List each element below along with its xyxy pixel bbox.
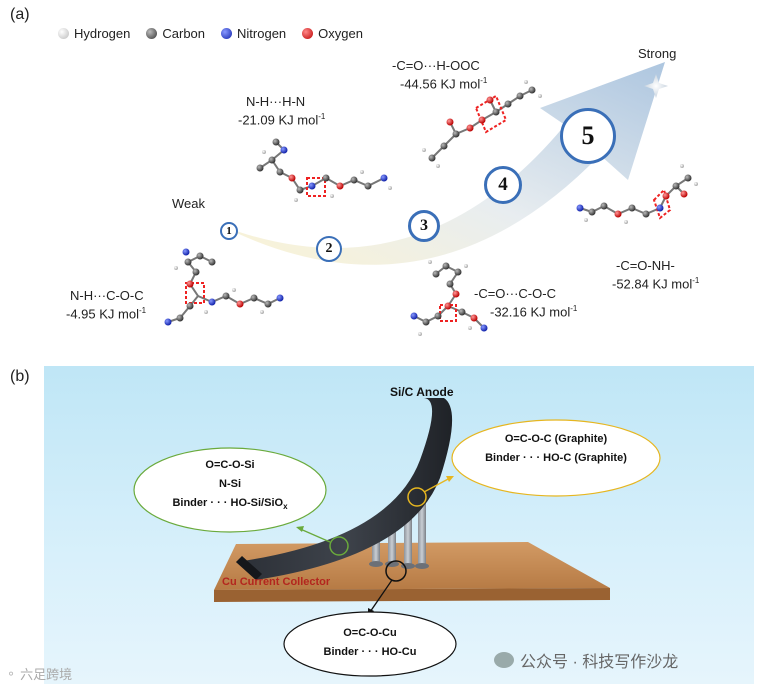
strength-arrow (222, 62, 668, 265)
green-line-3: Binder · · · HO-Si/SiOx (172, 497, 288, 512)
carbon-sphere-icon (146, 28, 158, 39)
panel-b-label: (b) (10, 368, 30, 385)
green-ellipse (133, 447, 327, 533)
legend-label: Oxygen (318, 26, 363, 41)
legend-label: Carbon (162, 26, 206, 41)
step-3-circle: 3 (408, 210, 440, 242)
logo-icon: ⚬ (6, 666, 17, 681)
interaction-2: N-H···H-N -21.09 KJ mol-1 (238, 94, 325, 127)
interaction-3: -C=O···C-O-C -32.16 KJ mol-1 (474, 286, 577, 319)
bond-label: -C=O···C-O-C (474, 286, 556, 301)
yellow-line-1: O=C-O-C (Graphite) (504, 433, 608, 445)
legend-label: Hydrogen (74, 26, 131, 41)
step-2-circle: 2 (316, 236, 342, 262)
weak-label: Weak (172, 196, 205, 211)
panel-a-label: (a) (10, 6, 30, 23)
green-line-2: N-Si (219, 478, 241, 490)
si-c-anode (236, 398, 453, 580)
step-5-circle: 5 (560, 108, 616, 164)
hydrogen-sphere-icon (58, 28, 69, 39)
bond-label: -C=O···H-OOC (392, 58, 480, 73)
molecule-3 (410, 260, 488, 336)
bond-label: N-H···C-O-C (70, 288, 144, 303)
arrow-body (222, 62, 665, 265)
left-watermark: ⚬ 六足跨境 (6, 666, 73, 683)
strong-label: Strong (638, 46, 677, 61)
legend-hydrogen: Hydrogen (58, 26, 130, 41)
green-box-text: O=C-O-Si N-Si Binder · · · HO-Si/SiOx (134, 456, 326, 516)
step-1-circle: 1 (220, 222, 238, 240)
molecule-2 (256, 138, 392, 202)
green-line-1: O=C-O-Si (205, 459, 255, 471)
strong-star-icon (644, 74, 668, 98)
bond-label: -C=O-NH- (616, 258, 675, 273)
energy-label: -44.56 KJ mol-1 (400, 76, 488, 92)
black-line-2: Binder · · · HO-Cu (323, 646, 417, 658)
yellow-line-2: Binder · · · HO-C (Graphite) (485, 452, 627, 464)
molecule-5 (576, 164, 698, 224)
si-c-anode-label: Si/C Anode (390, 385, 454, 399)
yellow-box-text: O=C-O-C (Graphite) Binder · · · HO-C (Gr… (452, 430, 660, 468)
legend-nitrogen: Nitrogen (221, 26, 286, 41)
black-line-1: O=C-O-Cu (343, 627, 397, 639)
yellow-ellipse (451, 419, 661, 497)
legend-label: Nitrogen (237, 26, 287, 41)
right-watermark: 公众号 · 科技写作沙龙 (494, 648, 678, 672)
interaction-1: N-H···C-O-C -4.95 KJ mol-1 (66, 288, 146, 321)
energy-label: -52.84 KJ mol-1 (612, 276, 700, 292)
atom-legend: Hydrogen Carbon Nitrogen Oxygen (58, 26, 363, 41)
energy-label: -4.95 KJ mol-1 (66, 306, 147, 322)
black-callout-marker (385, 560, 407, 582)
interaction-4: -C=O···H-OOC -44.56 KJ mol-1 (392, 58, 487, 91)
bond-label: N-H···H-N (246, 94, 306, 109)
molecule-4 (422, 80, 542, 168)
interaction-5: -C=O-NH- -52.84 KJ mol-1 (612, 258, 699, 291)
molecule-1 (164, 248, 284, 326)
step-4-circle: 4 (484, 166, 522, 204)
green-callout-marker (329, 536, 349, 556)
nitrogen-sphere-icon (221, 28, 233, 39)
wechat-icon (494, 652, 514, 668)
molecule-illustrations (164, 80, 698, 336)
oxygen-sphere-icon (302, 28, 314, 39)
energy-label: -32.16 KJ mol-1 (490, 304, 578, 320)
yellow-callout-marker (407, 487, 427, 507)
legend-carbon: Carbon (146, 26, 205, 41)
cu-collector-label: Cu Current Collector (222, 576, 331, 588)
black-box-text: O=C-O-Cu Binder · · · HO-Cu (284, 624, 456, 662)
black-ellipse (283, 611, 457, 677)
legend-oxygen: Oxygen (302, 26, 363, 41)
energy-label: -21.09 KJ mol-1 (238, 112, 326, 128)
